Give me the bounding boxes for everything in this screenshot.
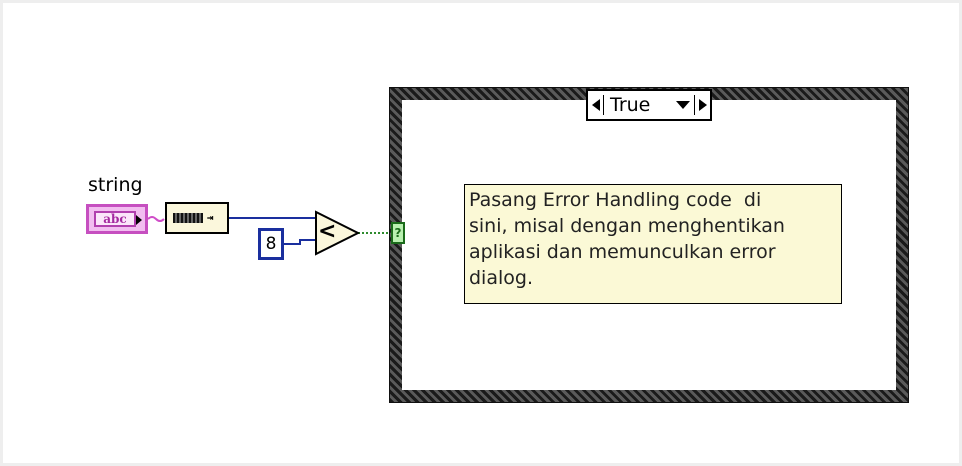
output-arrow-icon bbox=[136, 215, 142, 225]
case-selector-label: True bbox=[610, 94, 651, 116]
increment-icon[interactable] bbox=[694, 95, 709, 115]
string-length-icon bbox=[173, 213, 203, 223]
string-length-function[interactable]: ⇥ bbox=[165, 202, 229, 234]
measure-icon: ⇥ bbox=[207, 211, 214, 224]
comment-box[interactable]: Pasang Error Handling code di sini, misa… bbox=[464, 184, 842, 304]
case-selector[interactable]: True bbox=[586, 89, 712, 121]
less-than-icon[interactable] bbox=[315, 210, 361, 256]
numeric-constant[interactable]: 8 bbox=[258, 228, 284, 260]
string-terminal-type: abc bbox=[94, 211, 136, 227]
length-wire[interactable] bbox=[229, 217, 317, 222]
selector-terminal[interactable]: ? bbox=[391, 222, 405, 244]
constant-wire[interactable] bbox=[284, 239, 316, 245]
control-label: string bbox=[88, 174, 143, 196]
string-control-terminal[interactable]: abc bbox=[86, 204, 148, 234]
decrement-icon[interactable] bbox=[589, 95, 604, 115]
dropdown-icon[interactable] bbox=[676, 101, 690, 109]
string-wire[interactable] bbox=[147, 216, 165, 222]
comparison-symbol: < bbox=[318, 219, 337, 244]
